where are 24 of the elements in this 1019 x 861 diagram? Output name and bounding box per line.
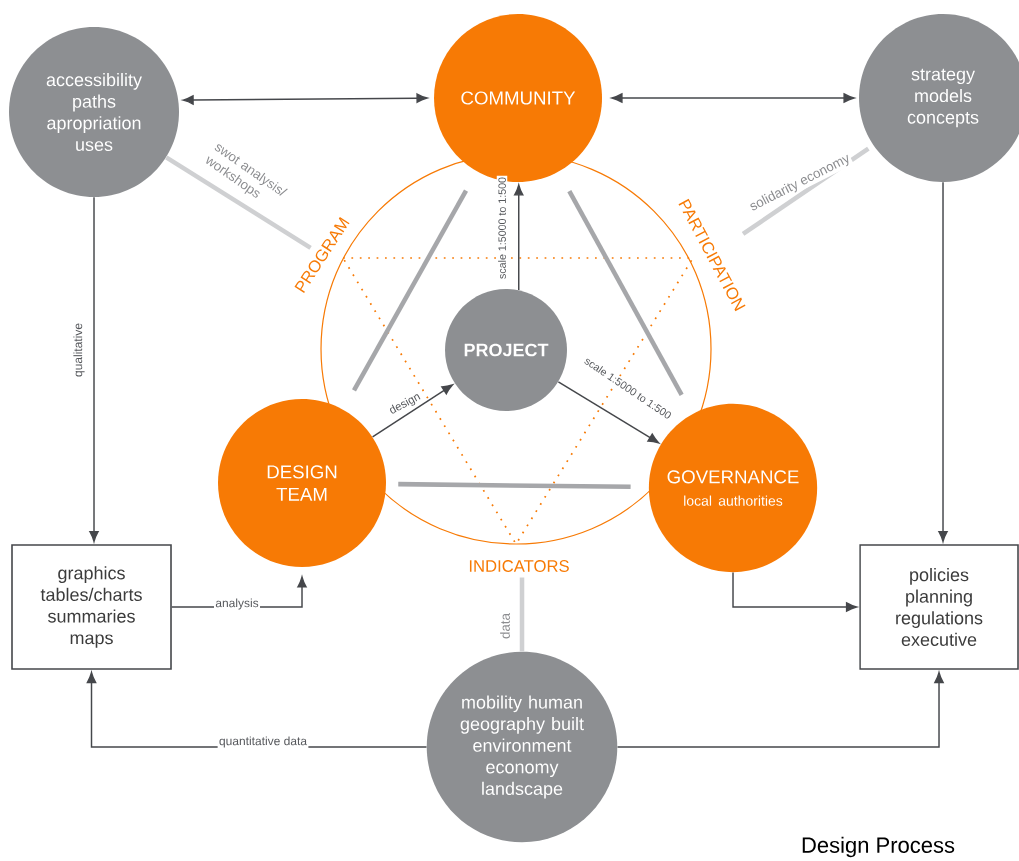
connector-bar bbox=[519, 577, 525, 652]
connector-bar bbox=[352, 189, 468, 392]
arrow bbox=[182, 93, 428, 105]
arrow bbox=[611, 93, 855, 103]
edge-label: quantitative data bbox=[217, 735, 309, 749]
connector-bar bbox=[398, 481, 631, 490]
arrow bbox=[89, 196, 99, 543]
edge-label: analysis bbox=[214, 597, 260, 611]
connector-bar bbox=[567, 189, 684, 396]
arrow bbox=[557, 381, 660, 444]
text-box: graphics tables/charts summaries maps bbox=[11, 544, 172, 670]
ring-label: INDICATORS bbox=[469, 560, 569, 572]
connector-bar bbox=[165, 155, 312, 250]
arrow bbox=[514, 184, 524, 291]
edge-label: data bbox=[498, 611, 512, 641]
text-box: policies planning regulations executive bbox=[859, 544, 1019, 670]
arrow bbox=[938, 181, 948, 543]
arrow bbox=[371, 384, 454, 438]
arrow bbox=[616, 671, 944, 748]
caption: Design Process bbox=[802, 836, 955, 858]
arrow bbox=[732, 571, 858, 612]
edge-label: scale 1:5000 to 1:500 bbox=[496, 175, 508, 281]
connector-bar bbox=[741, 146, 870, 236]
edge-label: qualitative bbox=[72, 321, 86, 379]
